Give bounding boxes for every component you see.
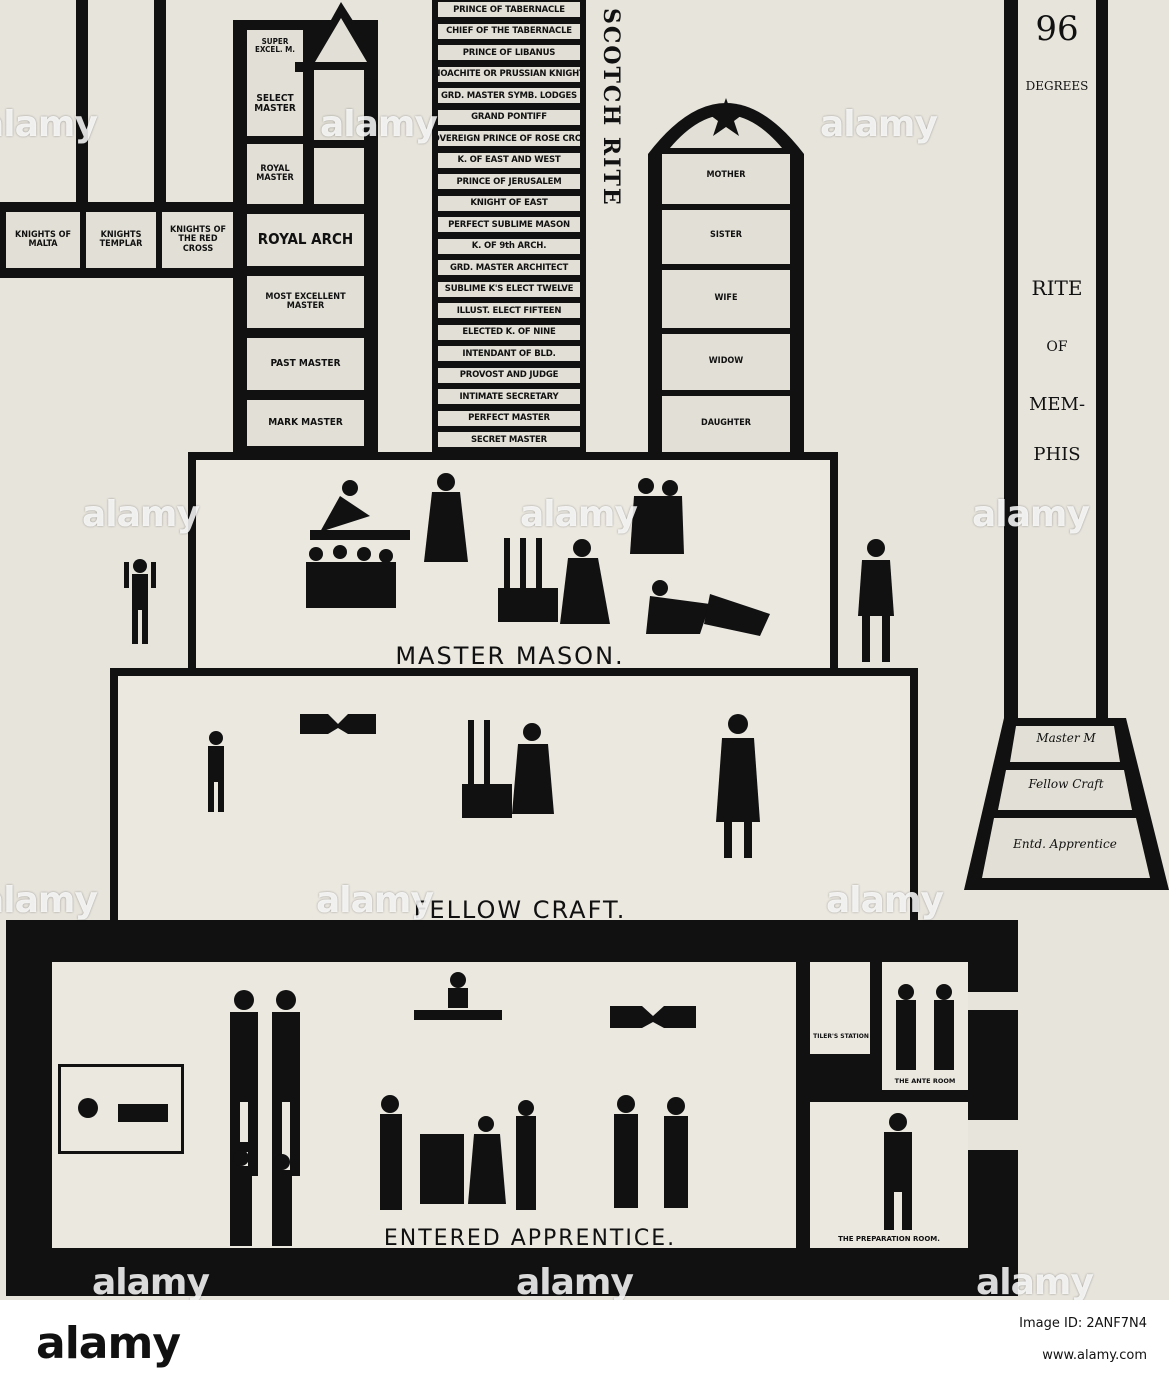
york-select-master: SELECT MASTER xyxy=(247,72,303,136)
arch-divider-3 xyxy=(662,264,790,270)
scotch-rite-degree: ILLUST. ELECT FIFTEEN xyxy=(438,303,580,318)
scotch-rite-degree: SECRET MASTER xyxy=(438,432,580,447)
fellow-craft-figure-left xyxy=(208,731,224,812)
fellow-craft-label: FELLOW CRAFT. xyxy=(413,896,627,924)
memphis-of-word: OF xyxy=(1046,339,1068,355)
scotch-rite-degree: PERFECT SUBLIME MASON xyxy=(438,217,580,232)
scotch-rite-degree: PROVOST AND JUDGE xyxy=(438,367,580,383)
scotch-rite-degree: K. OF EAST AND WEST xyxy=(438,152,580,168)
memphis-base-pedestal xyxy=(964,718,1169,890)
entered-apprentice-platform xyxy=(414,972,502,1020)
scotch-rite-degree: PRINCE OF LIBANUS xyxy=(438,45,580,60)
image-id: Image ID: 2ANF7N4 xyxy=(1019,1316,1147,1331)
scotch-rite-degree: PRINCE OF TABERNACLE xyxy=(438,2,580,17)
memphis-phis-word: PHIS xyxy=(1033,444,1081,465)
scotch-rite-degree: ELECTED K. OF NINE xyxy=(438,324,580,340)
entered-apprentice-scene-right xyxy=(614,1095,688,1208)
preparation-room-label: THE PREPARATION ROOM. xyxy=(838,1235,940,1243)
york-royal-master: ROYAL MASTER xyxy=(247,144,303,204)
eastern-wife: WIFE xyxy=(662,270,790,328)
fellow-craft-robed-figure xyxy=(716,714,760,858)
master-mason-scene-1 xyxy=(310,480,410,540)
arch-divider-1 xyxy=(662,148,790,154)
york-royal-arch: ROYAL ARCH xyxy=(247,214,364,266)
york-most-excellent-master: MOST EXCELLENT MASTER xyxy=(247,276,364,328)
scotch-rite-degree: INTIMATE SECRETARY xyxy=(438,389,580,404)
scotch-rite-degree: GRD. MASTER SYMB. LODGES xyxy=(438,88,580,103)
site-url[interactable]: www.alamy.com xyxy=(1042,1348,1147,1363)
knights-red-cross-cell: KNIGHTS OF THE RED CROSS xyxy=(162,212,234,268)
memphis-base-master: Master M xyxy=(1036,731,1096,745)
york-mark-master: MARK MASTER xyxy=(247,400,364,446)
scotch-rite-degree: KNIGHT OF EAST xyxy=(438,195,580,211)
entered-apprentice-hat-figures xyxy=(230,1142,292,1246)
tilers-station-room xyxy=(810,962,870,1054)
scotch-rite-degree: GRAND PONTIFF xyxy=(438,109,580,125)
york-super-excellent-master: SUPER EXCEL. M. xyxy=(247,30,303,62)
scotch-rite-degree: PRINCE OF JERUSALEM xyxy=(438,174,580,189)
watermark: alamy xyxy=(820,104,938,145)
entered-apprentice-label: ENTERED APPRENTICE. xyxy=(383,1226,677,1251)
master-mason-scene-4 xyxy=(646,580,770,636)
eastern-sister: SISTER xyxy=(662,210,790,262)
arch-divider-2 xyxy=(662,204,790,210)
york-past-master: PAST MASTER xyxy=(247,338,364,390)
york-blank-upper xyxy=(314,70,364,140)
sunburst-panel xyxy=(58,1064,184,1154)
standing-figure-left xyxy=(124,559,156,644)
master-mason-label: MASTER MASON. xyxy=(395,642,625,670)
star-icon xyxy=(706,98,746,136)
arch-divider-4 xyxy=(662,328,790,334)
door-gap-2 xyxy=(968,1120,1018,1150)
eastern-mother: MOTHER xyxy=(662,154,790,198)
master-mason-scene-2 xyxy=(424,473,468,562)
memphis-degrees-word: DEGREES xyxy=(1025,79,1089,93)
stock-footer: alamy Image ID: 2ANF7N4 www.alamy.com xyxy=(0,1300,1169,1390)
memphis-mem-word: MEM- xyxy=(1028,394,1086,415)
knights-malta-cell: KNIGHTS OF MALTA xyxy=(6,212,80,268)
ante-room-label: THE ANTE ROOM xyxy=(894,1077,956,1085)
scotch-rite-degree: GRD. MASTER ARCHITECT xyxy=(438,260,580,275)
knights-tower-gap-1 xyxy=(0,0,76,202)
arch-divider-5 xyxy=(662,390,790,396)
knights-templar-cell: KNIGHTS TEMPLAR xyxy=(86,212,156,268)
scotch-rite-degree: INTENDANT OF BLD. xyxy=(438,346,580,361)
alamy-logo[interactable]: alamy xyxy=(36,1318,181,1369)
entered-apprentice-pair xyxy=(230,990,300,1176)
memphis-base-apprentice: Entd. Apprentice xyxy=(1013,837,1117,851)
scotch-rite-degree: PERFECT MASTER xyxy=(438,410,580,426)
door-gap-1 xyxy=(968,992,1018,1010)
master-mason-group-scene xyxy=(306,545,396,608)
ante-room-figures xyxy=(896,984,954,1070)
robed-figure-right xyxy=(858,539,894,662)
knights-tower-gap-3 xyxy=(166,0,240,202)
fellow-craft-altar-scene xyxy=(462,720,554,818)
memphis-rite-word: RITE xyxy=(1031,276,1083,300)
scotch-rite-degree: NOACHITE OR PRUSSIAN KNIGHT xyxy=(438,66,580,82)
watermark: alamy xyxy=(82,494,200,535)
memphis-column-interior xyxy=(1018,0,1096,812)
scotch-rite-degree-list: PRINCE OF TABERNACLE CHIEF OF THE TABERNA… xyxy=(432,0,586,460)
memphis-degrees-number: 96 xyxy=(1035,9,1079,49)
york-blank-middle xyxy=(314,148,364,204)
preparation-room-figure xyxy=(884,1113,912,1230)
master-mason-altar-scene xyxy=(498,538,610,624)
knights-tower-gap-2 xyxy=(88,0,154,202)
scotch-rite-degree: SUBLIME K'S ELECT TWELVE xyxy=(438,281,580,297)
entered-apprentice-altar-scene xyxy=(380,1095,536,1210)
scotch-rite-degree: CHIEF OF THE TABERNACLE xyxy=(438,23,580,39)
eastern-daughter: DAUGHTER xyxy=(662,396,790,452)
eastern-widow: WIDOW xyxy=(662,334,790,390)
scotch-rite-degree: SOVEREIGN PRINCE OF ROSE CROIX xyxy=(438,131,580,146)
scotch-rite-title: SCOTCH RITE xyxy=(598,8,624,207)
scotch-rite-degree: K. OF 9th ARCH. xyxy=(438,238,580,254)
handshake-icon-lower xyxy=(610,1006,696,1028)
tilers-station-label: TILER'S STATION xyxy=(813,1033,869,1040)
watermark: alamy xyxy=(0,880,98,921)
memphis-base-fellow: Fellow Craft xyxy=(1028,777,1104,791)
masonic-degrees-diagram: KNIGHTS OF MALTA KNIGHTS TEMPLAR KNIGHTS… xyxy=(0,0,1169,1300)
master-mason-scene-3 xyxy=(630,478,684,554)
handshake-icon xyxy=(300,714,376,734)
